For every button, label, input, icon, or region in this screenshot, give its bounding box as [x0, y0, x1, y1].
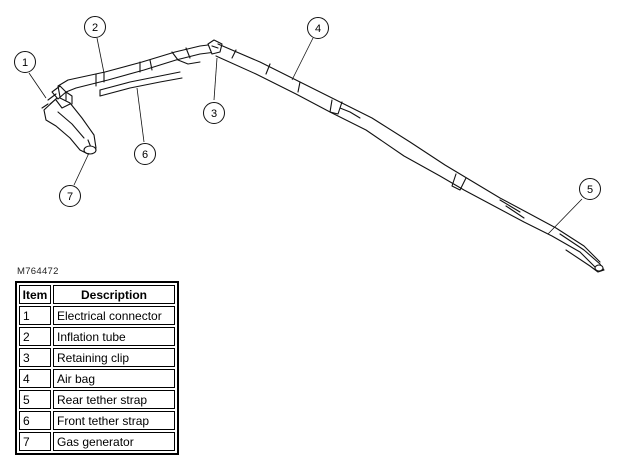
legend-item-description: Front tether strap	[53, 411, 175, 430]
legend-table: Item Description 1 Electrical connector …	[15, 281, 179, 455]
callout-2: 2	[84, 16, 106, 38]
svg-text:5: 5	[587, 184, 593, 196]
legend-item-number: 3	[19, 348, 51, 367]
legend-row: 6 Front tether strap	[19, 411, 175, 430]
inflation-tube	[57, 43, 217, 105]
svg-text:1: 1	[22, 57, 28, 69]
legend-row: 3 Retaining clip	[19, 348, 175, 367]
legend-item-number: 4	[19, 369, 51, 388]
svg-text:4: 4	[315, 23, 321, 35]
legend-row: 4 Air bag	[19, 369, 175, 388]
callout-5: 5	[579, 178, 601, 200]
legend-row: 1 Electrical connector	[19, 306, 175, 325]
legend-item-number: 6	[19, 411, 51, 430]
front-tether-strap	[99, 71, 183, 97]
callout-1: 1	[14, 51, 36, 73]
legend-header-description: Description	[53, 285, 175, 304]
legend-item-number: 1	[19, 306, 51, 325]
legend-row: 2 Inflation tube	[19, 327, 175, 346]
svg-text:7: 7	[67, 191, 73, 203]
legend-item-number: 5	[19, 390, 51, 409]
callout-4: 4	[307, 17, 329, 39]
legend-item-description: Retaining clip	[53, 348, 175, 367]
legend-row: 7 Gas generator	[19, 432, 175, 451]
figure-id: M764472	[17, 266, 59, 277]
legend-item-number: 7	[19, 432, 51, 451]
svg-text:6: 6	[142, 149, 148, 161]
air-bag	[215, 43, 601, 269]
legend-item-number: 2	[19, 327, 51, 346]
svg-text:2: 2	[92, 22, 98, 34]
legend-item-description: Inflation tube	[53, 327, 175, 346]
leader-lines	[28, 37, 583, 235]
legend-item-description: Gas generator	[53, 432, 175, 451]
callout-6: 6	[134, 143, 156, 165]
retaining-clip	[207, 39, 223, 55]
rear-tether-strap	[559, 233, 605, 273]
legend-item-description: Electrical connector	[53, 306, 175, 325]
legend-item-description: Air bag	[53, 369, 175, 388]
callout-3: 3	[203, 102, 225, 124]
legend-header-row: Item Description	[19, 285, 175, 304]
legend-item-description: Rear tether strap	[53, 390, 175, 409]
legend-header-item: Item	[19, 285, 51, 304]
callout-7: 7	[59, 185, 81, 207]
gas-generator	[41, 96, 97, 155]
callouts: 1 2 3 4 5 6 7	[14, 16, 601, 207]
legend-row: 5 Rear tether strap	[19, 390, 175, 409]
svg-text:3: 3	[211, 108, 217, 120]
